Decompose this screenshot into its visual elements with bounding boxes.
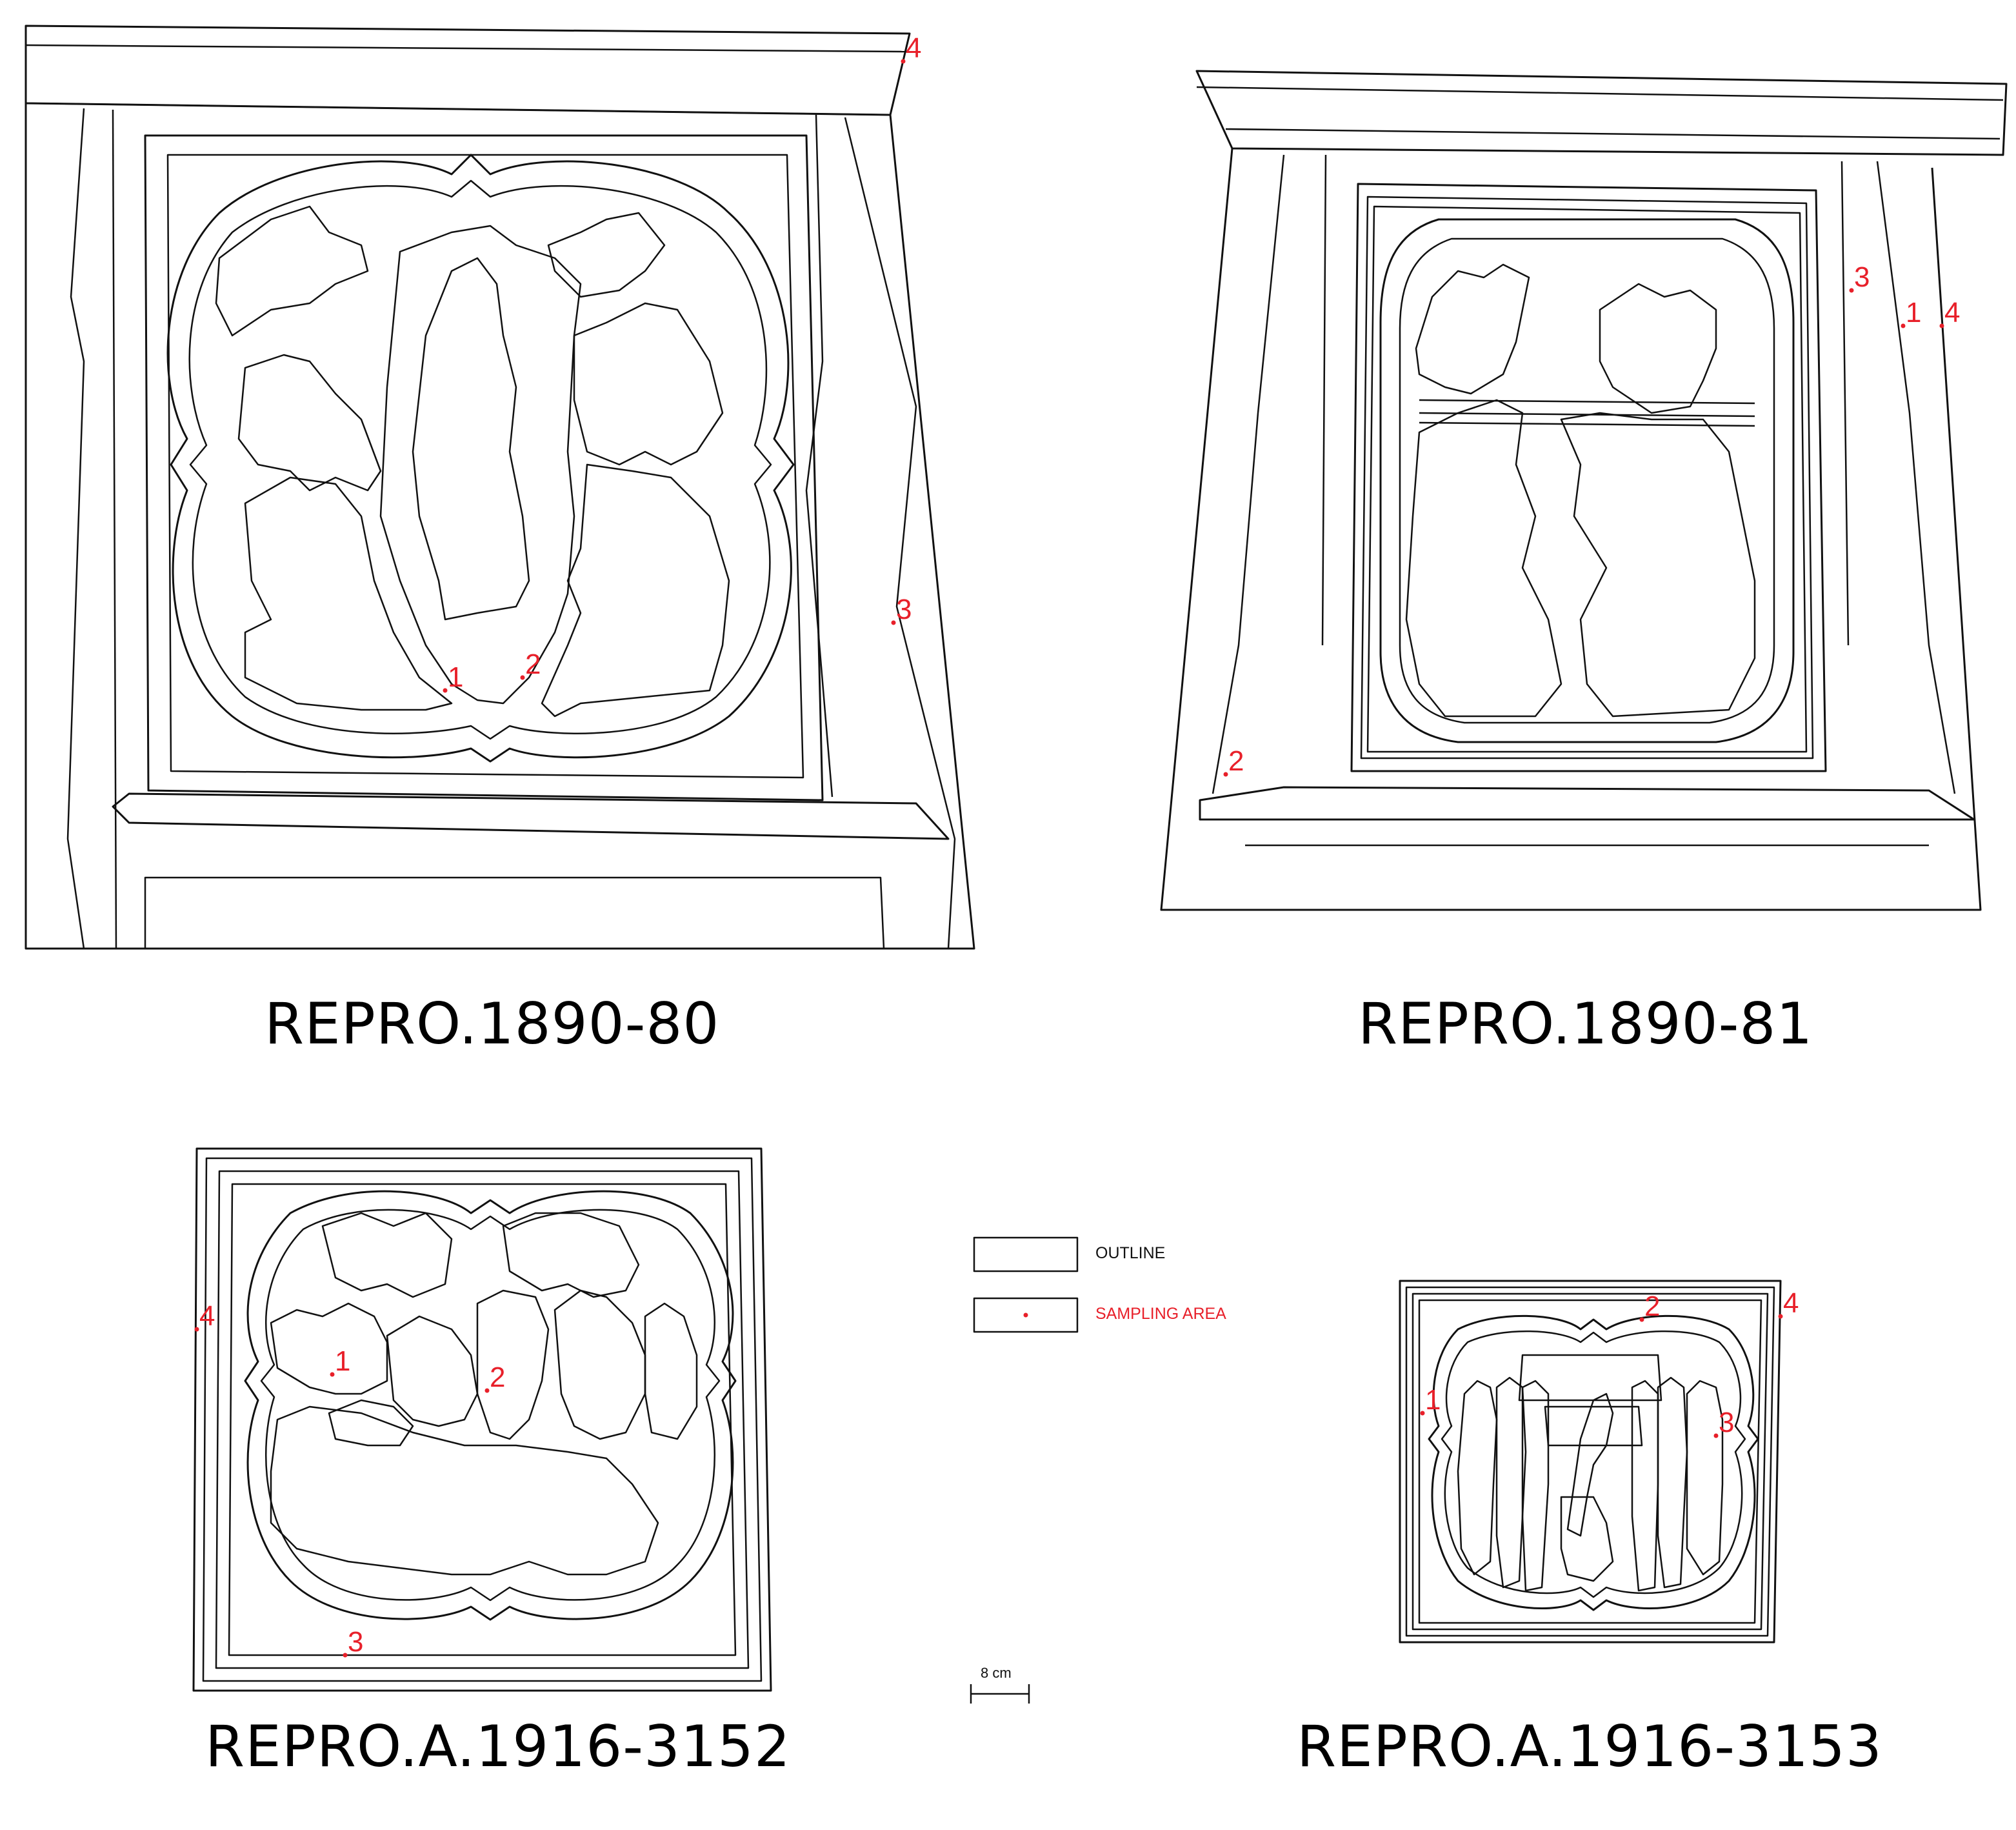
scale-bar <box>970 1684 1030 1704</box>
caption-repro-1890-81: REPRO.1890-81 <box>1358 990 1813 1057</box>
caption-repro-a-1916-3152: REPRO.A.1916-3152 <box>205 1713 791 1780</box>
sampling-label-panel4-1: 1 <box>1425 1384 1441 1416</box>
sampling-dot-panel1-1 <box>443 688 448 693</box>
sampling-label-panel4-2: 2 <box>1644 1291 1660 1322</box>
sampling-label-panel1-2: 2 <box>525 649 541 680</box>
legend-sampling-swatch <box>973 1297 1079 1333</box>
sampling-dot-panel2-1 <box>1901 323 1906 328</box>
sampling-dot-panel1-4 <box>901 59 906 64</box>
sampling-dot-panel1-2 <box>520 675 525 680</box>
sampling-dot-panel2-4 <box>1939 323 1944 328</box>
sampling-label-panel3-2: 2 <box>490 1362 505 1393</box>
sampling-label-panel4-4: 4 <box>1783 1287 1799 1319</box>
sampling-dot-panel4-4 <box>1778 1314 1783 1319</box>
legend <box>973 1236 1079 1333</box>
caption-repro-a-1916-3153: REPRO.A.1916-3153 <box>1297 1713 1882 1780</box>
legend-sampling-dot <box>1023 1312 1028 1318</box>
sampling-dot-panel2-2 <box>1223 772 1228 777</box>
panel-repro-1890-80-drawing <box>25 25 975 950</box>
sampling-dot-panel1-3 <box>891 620 896 625</box>
sampling-dot-panel4-3 <box>1713 1433 1719 1438</box>
sampling-dot-panel3-3 <box>343 1653 348 1658</box>
legend-sampling-label: SAMPLING AREA <box>1095 1305 1226 1323</box>
sampling-dot-panel4-1 <box>1420 1411 1425 1416</box>
caption-repro-1890-80: REPRO.1890-80 <box>264 990 720 1057</box>
sampling-label-panel3-4: 4 <box>199 1300 215 1332</box>
sampling-label-panel4-3: 3 <box>1719 1407 1734 1438</box>
panel-repro-a-1916-3152-drawing <box>192 1147 772 1692</box>
sampling-label-panel1-1: 1 <box>448 661 463 693</box>
sampling-dot-panel3-1 <box>330 1372 335 1377</box>
sampling-dot-panel3-2 <box>484 1388 490 1393</box>
legend-outline-label: OUTLINE <box>1095 1244 1166 1262</box>
sampling-label-panel1-4: 4 <box>906 32 921 64</box>
sampling-label-panel3-1: 1 <box>335 1345 350 1377</box>
sampling-dot-panel2-3 <box>1849 288 1854 293</box>
sampling-label-panel2-3: 3 <box>1854 261 1870 293</box>
sampling-dot-panel4-2 <box>1639 1317 1644 1322</box>
sampling-label-panel2-4: 4 <box>1944 297 1960 328</box>
sampling-label-panel2-2: 2 <box>1228 745 1244 777</box>
sampling-dot-panel3-4 <box>194 1327 199 1332</box>
panel-repro-a-1916-3153-drawing <box>1399 1280 1782 1644</box>
sampling-label-panel1-3: 3 <box>896 594 912 625</box>
sampling-label-panel2-1: 1 <box>1906 297 1921 328</box>
sampling-label-panel3-3: 3 <box>348 1626 363 1658</box>
scale-bar-label: 8 cm <box>981 1665 1012 1681</box>
legend-outline-swatch <box>973 1236 1079 1272</box>
panel-repro-1890-81-drawing <box>1160 70 2008 911</box>
